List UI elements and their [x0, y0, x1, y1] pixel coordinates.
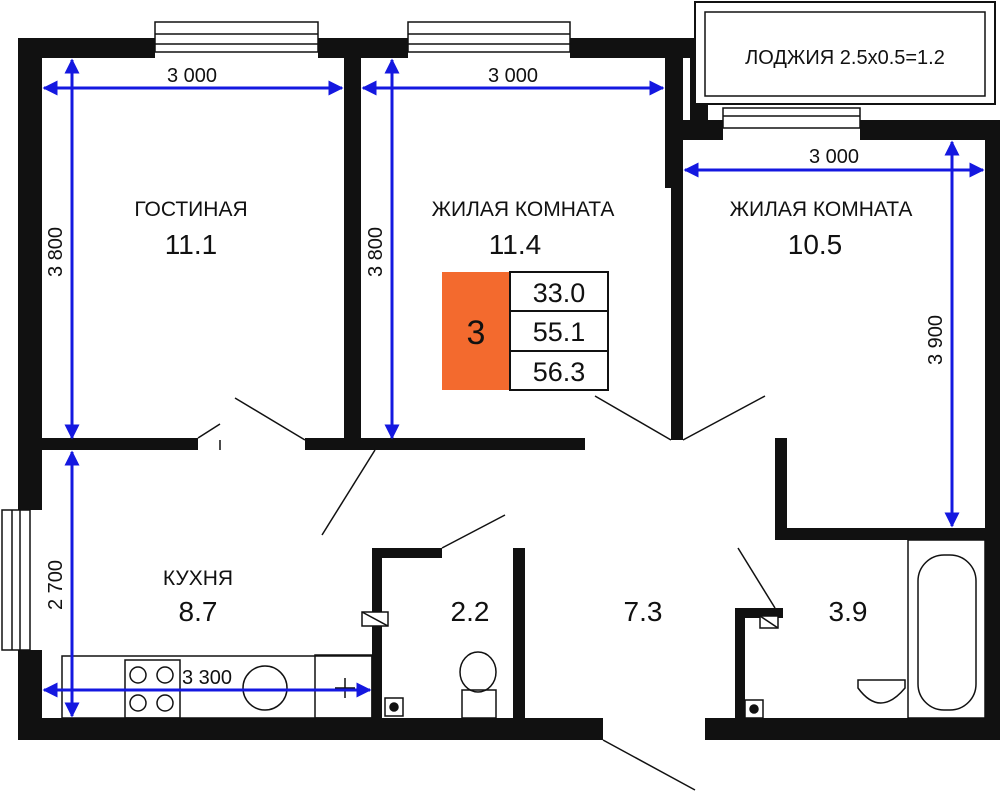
total-area-with-loggia: 56.3	[533, 357, 586, 387]
rooms-count-badge	[442, 272, 510, 390]
bedroom2-width-label: 3 000	[809, 146, 859, 168]
hall-area: 7.3	[624, 596, 663, 627]
dimension-labels: 3 000 3 800 3 000 3 800 3 000 3 900 2 70…	[45, 65, 947, 689]
loggia: ЛОДЖИЯ 2.5x0.5=1.2	[694, 1, 996, 105]
wc-area: 2.2	[451, 596, 490, 627]
bedroom1-width-label: 3 000	[488, 65, 538, 87]
bedroom2-area: 10.5	[788, 229, 843, 260]
bedroom2-height-label: 3 900	[925, 315, 947, 365]
kitchen-area: 8.7	[179, 596, 218, 627]
living-height-label: 3 800	[45, 227, 67, 277]
living-room-area: 11.1	[165, 229, 217, 260]
bath-area: 3.9	[829, 596, 868, 627]
kitchen-height-label: 2 700	[45, 560, 67, 610]
windows	[1, 21, 861, 651]
living-room-name: ГОСТИНАЯ	[134, 198, 247, 221]
living-area-total: 33.0	[533, 278, 586, 308]
bedroom2-name: ЖИЛАЯ КОМНАТА	[730, 198, 913, 221]
room-labels: ГОСТИНАЯ 11.1 ЖИЛАЯ КОМНАТА 11.4 ЖИЛАЯ К…	[134, 198, 912, 627]
bedroom1-name: ЖИЛАЯ КОМНАТА	[432, 198, 615, 221]
rooms-count: 3	[467, 314, 486, 352]
kitchen-width-label: 3 300	[182, 667, 232, 689]
walls	[18, 38, 1000, 740]
bedroom1-area: 11.4	[489, 229, 541, 260]
summary-box: 3 33.0 55.1 56.3	[442, 271, 609, 391]
dimension-arrows	[42, 58, 985, 718]
bedroom1-height-label: 3 800	[365, 227, 387, 277]
loggia-label: ЛОДЖИЯ 2.5x0.5=1.2	[745, 47, 945, 69]
kitchen-name: КУХНЯ	[163, 567, 233, 590]
living-width-label: 3 000	[167, 65, 217, 87]
doors	[197, 395, 776, 791]
fixtures	[61, 539, 986, 719]
total-area: 55.1	[533, 317, 586, 347]
